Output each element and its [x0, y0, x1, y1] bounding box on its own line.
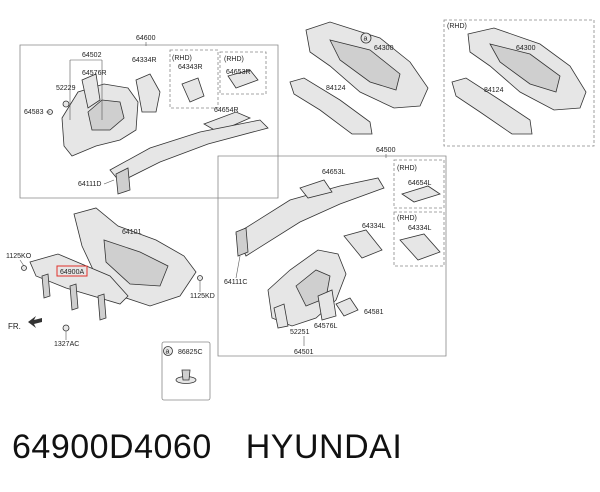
- clip-52251: [273, 303, 289, 329]
- label-64334l-b: 64334L: [408, 225, 431, 232]
- label-64900a: 64900A: [60, 269, 84, 276]
- label-64101: 64101: [122, 229, 142, 236]
- label-rhd-4: (RHD): [397, 165, 417, 172]
- label-52229: 52229: [56, 85, 76, 92]
- circle-a-1: [360, 32, 372, 44]
- group-64600-frame: [19, 44, 279, 199]
- bolt-1125kd: [197, 275, 203, 281]
- group-dash-panel-rhd: (RHD) 64300 84124: [443, 19, 595, 147]
- group-dash-panel-lhd: a 64300 84124: [289, 21, 429, 135]
- label-1327ac: 1327AC: [54, 341, 79, 348]
- label-64300-lhd: 64300: [374, 45, 394, 52]
- cowl-84124-rhd: [451, 77, 533, 135]
- dash-panel-64300-rhd-detail: [489, 43, 561, 93]
- label-1125kd: 1125KD: [190, 293, 215, 300]
- front-direction-indicator: FR.: [8, 316, 42, 331]
- label-64502: 64502: [82, 52, 102, 59]
- member-64654l: [401, 185, 441, 203]
- bracket-64576r: [81, 73, 101, 109]
- bumper-beam-64900a: [29, 253, 129, 305]
- part-number-footer: 64900D4060 HYUNDAI: [12, 428, 592, 476]
- member-64334l-b: [399, 233, 441, 261]
- bracket-64576l: [317, 289, 337, 321]
- bumper-beam-stay-1: [41, 273, 51, 299]
- bumper-beam-stay-2: [69, 283, 79, 311]
- bumper-beam-stay-3: [97, 293, 107, 321]
- group-86825c: a 86825C: [161, 341, 211, 401]
- inset-86825c-frame: [161, 341, 211, 401]
- label-fr: FR.: [8, 322, 21, 331]
- parts-diagram: 64600 64502 64576R 52229 64583 64334R (R…: [6, 19, 595, 401]
- label-64653l: 64653L: [322, 169, 345, 176]
- bolt-1327ac: [62, 324, 70, 332]
- side-member-64111d: [109, 119, 269, 183]
- part-number-text: 64900D4060: [12, 428, 212, 466]
- brand-name-text: HYUNDAI: [245, 428, 403, 466]
- leader-1125ko: [19, 259, 25, 267]
- label-84124-rhd: 84124: [484, 87, 504, 94]
- label-64501: 64501: [294, 349, 314, 356]
- member-64653r: [227, 69, 259, 89]
- label-64334r: 64334R: [132, 57, 157, 64]
- rhd-box-64653r: [219, 51, 267, 95]
- label-64581: 64581: [364, 309, 384, 316]
- front-arrow-icon: [28, 316, 42, 328]
- side-member-64111d-plate: [115, 167, 131, 195]
- label-rhd-2: (RHD): [224, 56, 244, 63]
- member-64334r: [135, 73, 161, 113]
- label-86825c: 86825C: [178, 349, 203, 356]
- label-64583: 64583: [24, 109, 44, 116]
- label-64576r: 64576R: [82, 70, 107, 77]
- rhd-box-64334l: [393, 211, 445, 267]
- rhd-box-dash-panel: [443, 19, 595, 147]
- carrier-64101-opening: [103, 239, 169, 287]
- label-64111c: 64111C: [224, 279, 247, 286]
- label-1125ko: 1125KO: [6, 253, 32, 260]
- leader-64111d: [103, 179, 115, 185]
- label-64111d: 64111D: [78, 181, 101, 188]
- rhd-box-64343r: [169, 49, 219, 109]
- bolt-1125ko: [21, 265, 27, 271]
- group-64500-frame: [217, 155, 447, 357]
- group-64600: 64600 64502 64576R 52229 64583 64334R (R…: [19, 35, 279, 199]
- label-64654l: 64654L: [408, 180, 431, 187]
- circle-a-2-label: a: [166, 349, 170, 356]
- circle-a-1-label: a: [364, 36, 368, 43]
- cowl-84124-lhd: [289, 77, 373, 135]
- member-64653l: [299, 179, 333, 199]
- member-64343r: [181, 77, 205, 103]
- label-64500: 64500: [376, 147, 396, 154]
- label-rhd-5: (RHD): [397, 215, 417, 222]
- label-64653r: 64653R: [226, 69, 251, 76]
- group-64500: 64500 64653L (RHD) 64654L 64334L (RHD) 6…: [217, 147, 447, 357]
- side-member-64111c-plate: [235, 227, 249, 257]
- clip-52229: [62, 100, 70, 108]
- label-64600: 64600: [136, 35, 156, 42]
- leader-64111c: [235, 255, 241, 279]
- label-84124-lhd: 84124: [326, 85, 346, 92]
- rhd-box-64654l: [393, 159, 445, 209]
- label-64343r: 64343R: [178, 64, 203, 71]
- label-rhd-3: (RHD): [447, 23, 467, 30]
- label-64300-rhd: 64300: [516, 45, 536, 52]
- label-52251: 52251: [290, 329, 310, 336]
- bracket-64581: [335, 297, 359, 317]
- member-64334l-a: [343, 229, 383, 259]
- clip-86825c-stem: [181, 369, 191, 381]
- highlight-64900a: [56, 265, 88, 277]
- dash-panel-64300-lhd-detail: [329, 39, 401, 91]
- label-64334l-a: 64334L: [362, 223, 385, 230]
- group-64101: 64101 1125KO 64900A 1125KD 1327AC: [6, 207, 215, 348]
- label-64654r: 64654R: [214, 107, 239, 114]
- circle-a-2: [163, 346, 173, 356]
- label-rhd-1: (RHD): [172, 55, 192, 62]
- label-64576l: 64576L: [314, 323, 337, 330]
